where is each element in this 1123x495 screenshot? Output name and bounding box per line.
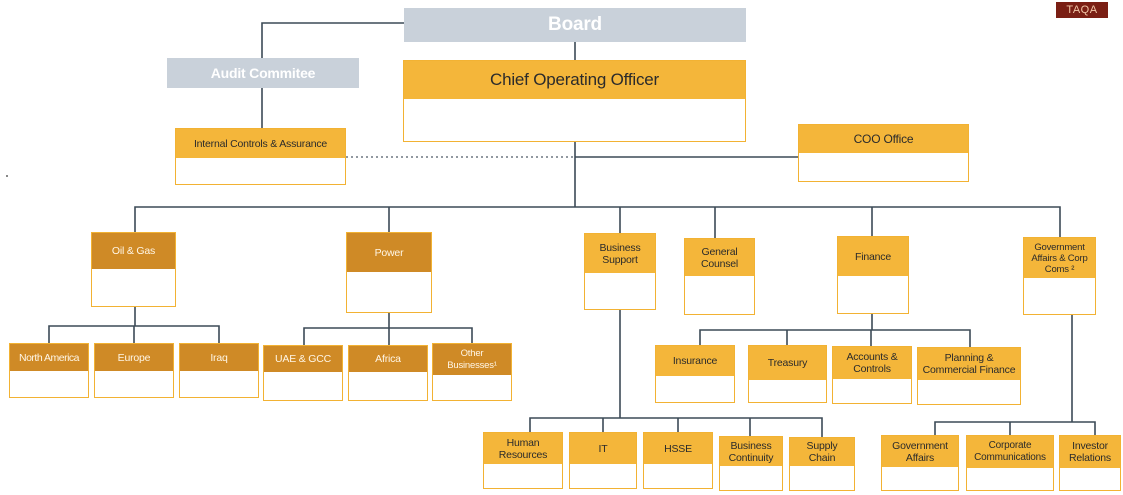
unit-it-label: IT [570,433,636,464]
unit-supply-chain-label: Supply Chain [790,438,854,466]
unit-hsse-box: HSSE [643,432,713,489]
finance-box: Finance [837,236,909,314]
unit-other-businesses-box: Other Businesses¹ [432,343,512,401]
unit-africa-label: Africa [349,346,427,372]
connector-gov-bus [934,421,1096,435]
unit-insurance-label: Insurance [656,346,734,376]
unit-north-america-box: North America [9,343,89,398]
unit-accounts-controls-label: Accounts & Controls [833,347,911,379]
oil-gas-label: Oil & Gas [92,233,175,269]
general-counsel-box: General Counsel [684,238,755,315]
unit-human-resources-label: Human Resources [484,433,562,464]
unit-government-affairs-label: Government Affairs [882,436,958,467]
unit-north-america-label: North America [10,344,88,371]
unit-investor-relations-label: Investor Relations [1060,436,1120,468]
power-box: Power [346,232,432,313]
unit-human-resources-box: Human Resources [483,432,563,489]
unit-treasury-box: Treasury [748,345,827,403]
unit-it-box: IT [569,432,637,489]
unit-government-affairs-box: Government Affairs [881,435,959,491]
board-box: Board [404,8,746,42]
unit-supply-chain-box: Supply Chain [789,437,855,491]
unit-other-businesses-label: Other Businesses¹ [433,344,511,375]
unit-iraq-box: Iraq [179,343,259,398]
unit-insurance-box: Insurance [655,345,735,403]
gov-affairs-label: Government Affairs & Corp Coms ² [1024,238,1095,278]
unit-europe-label: Europe [95,344,173,371]
stray-mark [6,175,8,177]
oil-gas-box: Oil & Gas [91,232,176,307]
unit-planning-finance-box: Planning & Commercial Finance [917,347,1021,405]
unit-planning-finance-label: Planning & Commercial Finance [918,348,1020,380]
unit-uae-gcc-label: UAE & GCC [264,346,342,372]
unit-iraq-label: Iraq [180,344,258,371]
connector-finance-bus [699,329,971,347]
unit-business-continuity-box: Business Continuity [719,436,783,491]
internal-controls-box: Internal Controls & Assurance [175,128,346,185]
unit-hsse-label: HSSE [644,433,712,464]
unit-corporate-communications-box: Corporate Communications [966,435,1054,491]
coo-office-label: COO Office [799,125,968,153]
coo-label: Chief Operating Officer [404,61,745,99]
unit-africa-box: Africa [348,345,428,401]
connector-board-audit [261,22,404,58]
general-counsel-label: General Counsel [685,239,754,276]
unit-europe-box: Europe [94,343,174,398]
audit-committee-label: Audit Commitee [167,58,359,88]
connector-support-bus [529,417,823,437]
connector-main-bus [134,206,1061,237]
audit-committee-box: Audit Commitee [167,58,359,88]
taqa-logo: TAQA [1056,2,1108,18]
gov-affairs-box: Government Affairs & Corp Coms ² [1023,237,1096,315]
connector-power-bus [303,327,473,345]
unit-treasury-label: Treasury [749,346,826,380]
coo-office-box: COO Office [798,124,969,182]
business-support-box: Business Support [584,233,656,310]
unit-business-continuity-label: Business Continuity [720,437,782,466]
finance-label: Finance [838,237,908,276]
internal-controls-label: Internal Controls & Assurance [176,129,345,158]
connector-coo-office [575,156,801,178]
board-label: Board [404,8,746,42]
unit-investor-relations-box: Investor Relations [1059,435,1121,491]
unit-uae-gcc-box: UAE & GCC [263,345,343,401]
power-label: Power [347,233,431,272]
business-support-label: Business Support [585,234,655,273]
unit-corporate-communications-label: Corporate Communications [967,436,1053,468]
unit-accounts-controls-box: Accounts & Controls [832,346,912,404]
coo-box: Chief Operating Officer [403,60,746,142]
